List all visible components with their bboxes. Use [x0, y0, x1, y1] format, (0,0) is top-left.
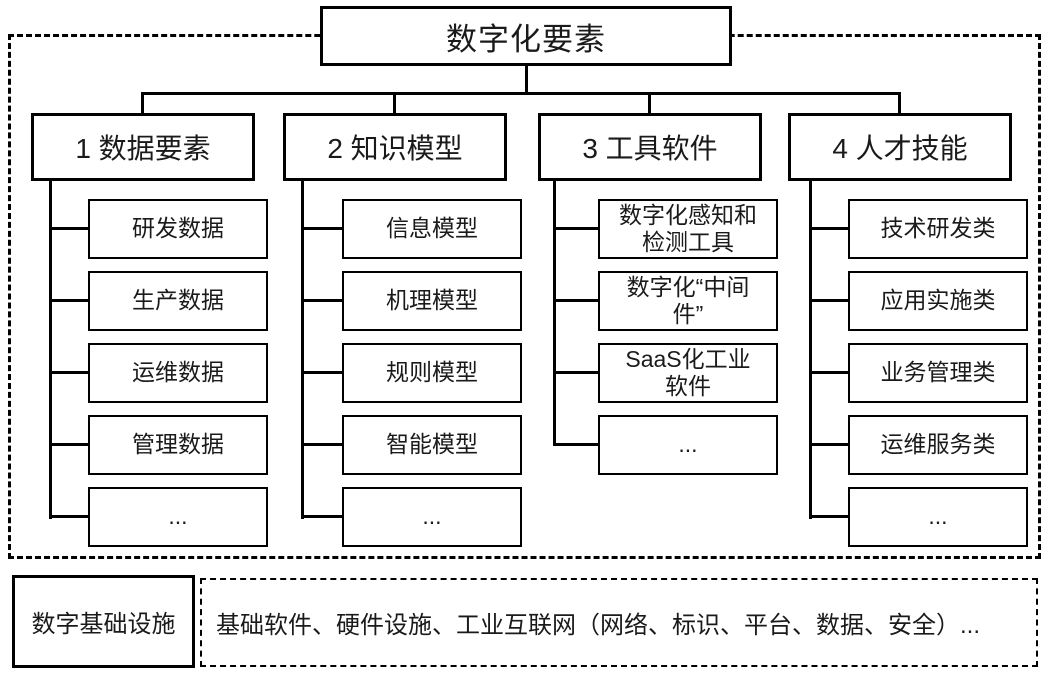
category-label: 2 知识模型	[327, 133, 463, 164]
connector-tick	[553, 371, 601, 374]
leaf-label: ...	[928, 503, 948, 530]
connector-tick	[49, 371, 91, 374]
leaf-box: 数字化感知和 检测工具	[598, 199, 778, 259]
connector-tick	[809, 443, 851, 446]
leaf-label: 技术研发类	[880, 215, 996, 242]
connector-trunk-4	[809, 181, 812, 519]
connector-drop-4	[898, 92, 901, 115]
connector-drop-2	[393, 92, 396, 115]
connector-tick	[553, 227, 601, 230]
leaf-box: 业务管理类	[848, 343, 1028, 403]
leaf-label: ...	[168, 503, 188, 530]
leaf-label: 运维服务类	[880, 431, 996, 458]
leaf-label: ...	[678, 431, 698, 458]
connector-tick	[809, 227, 851, 230]
leaf-label: SaaS化工业 软件	[625, 345, 751, 399]
leaf-label: 生产数据	[132, 287, 224, 314]
category-box-talent-skills: 4 人才技能	[788, 113, 1012, 181]
connector-tick	[553, 299, 601, 302]
leaf-box: SaaS化工业 软件	[598, 343, 778, 403]
connector-tick	[49, 299, 91, 302]
connector-tick	[301, 443, 345, 446]
connector-tick	[301, 299, 345, 302]
leaf-box: ...	[342, 487, 522, 547]
leaf-label: 机理模型	[386, 287, 478, 314]
connector-trunk-2	[301, 181, 304, 519]
category-box-tool-software: 3 工具软件	[538, 113, 762, 181]
infra-desc-box: 基础软件、硬件设施、工业互联网（网络、标识、平台、数据、安全）...	[200, 578, 1038, 667]
root-node-box: 数字化要素	[320, 6, 732, 66]
leaf-box: 应用实施类	[848, 271, 1028, 331]
leaf-box: 技术研发类	[848, 199, 1028, 259]
leaf-box: 数字化“中间 件”	[598, 271, 778, 331]
leaf-label: 智能模型	[386, 431, 478, 458]
leaf-box: 信息模型	[342, 199, 522, 259]
leaf-box: 运维数据	[88, 343, 268, 403]
category-label: 1 数据要素	[75, 133, 211, 164]
connector-tick	[301, 515, 345, 518]
connector-trunk-1	[49, 181, 52, 519]
infra-desc-text: 基础软件、硬件设施、工业互联网（网络、标识、平台、数据、安全）...	[216, 612, 981, 639]
connector-tick	[809, 299, 851, 302]
connector-tick	[553, 443, 601, 446]
leaf-label: 应用实施类	[880, 287, 996, 314]
connector-tick	[301, 227, 345, 230]
leaf-box: 研发数据	[88, 199, 268, 259]
leaf-box: 规则模型	[342, 343, 522, 403]
connector-tick	[49, 515, 91, 518]
connector-branch-horizontal	[141, 92, 901, 95]
connector-root-stub	[525, 64, 528, 94]
leaf-box: 生产数据	[88, 271, 268, 331]
leaf-label: 管理数据	[132, 431, 224, 458]
leaf-label: 研发数据	[132, 215, 224, 242]
connector-tick	[49, 227, 91, 230]
category-label: 4 人才技能	[832, 133, 968, 164]
leaf-label: 规则模型	[386, 359, 478, 386]
connector-tick	[49, 443, 91, 446]
connector-tick	[301, 371, 345, 374]
leaf-box: 智能模型	[342, 415, 522, 475]
leaf-box: ...	[848, 487, 1028, 547]
leaf-box: 运维服务类	[848, 415, 1028, 475]
connector-trunk-3	[553, 181, 556, 446]
category-box-knowledge-models: 2 知识模型	[283, 113, 507, 181]
infra-title-box: 数字基础设施	[12, 575, 195, 668]
root-node-label: 数字化要素	[446, 21, 606, 57]
category-box-data-elements: 1 数据要素	[31, 113, 255, 181]
leaf-label: 业务管理类	[880, 359, 996, 386]
leaf-label: 信息模型	[386, 215, 478, 242]
leaf-label: 数字化“中间 件”	[626, 273, 750, 327]
connector-drop-1	[141, 92, 144, 115]
leaf-label: 运维数据	[132, 359, 224, 386]
leaf-label: ...	[422, 503, 442, 530]
leaf-box: 管理数据	[88, 415, 268, 475]
infra-title-label: 数字基础设施	[31, 611, 176, 638]
connector-drop-3	[648, 92, 651, 115]
category-label: 3 工具软件	[582, 133, 718, 164]
connector-tick	[809, 371, 851, 374]
leaf-box: ...	[598, 415, 778, 475]
leaf-box: 机理模型	[342, 271, 522, 331]
leaf-label: 数字化感知和 检测工具	[619, 201, 757, 255]
leaf-box: ...	[88, 487, 268, 547]
connector-tick	[809, 515, 851, 518]
